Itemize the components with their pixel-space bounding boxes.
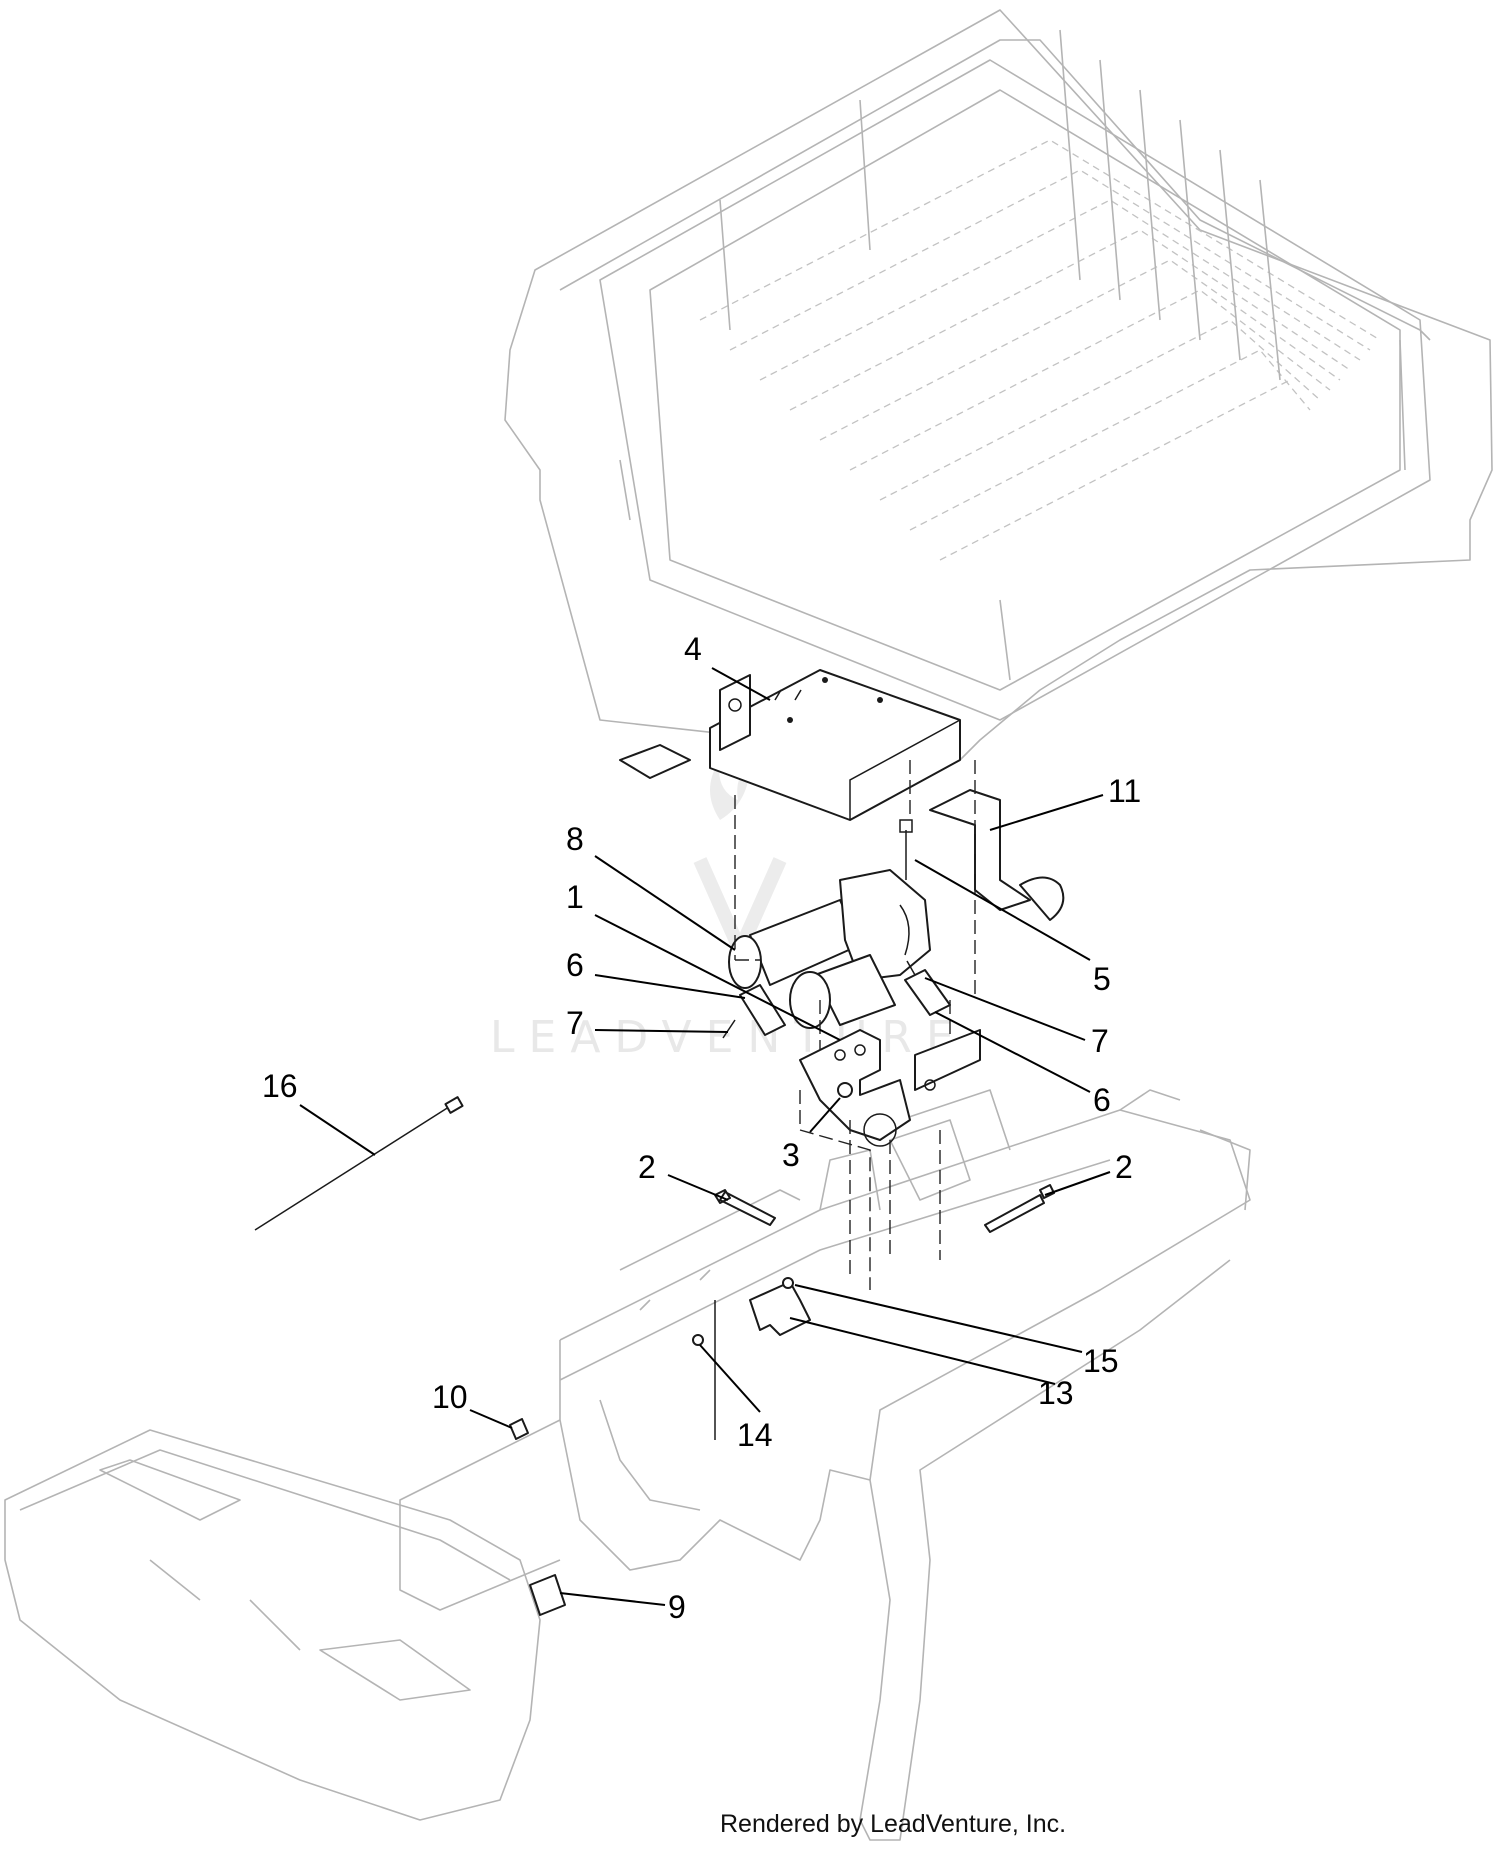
callout-7-right: 7 (1091, 1023, 1109, 1059)
callout-6-left: 6 (566, 947, 584, 983)
leader-9 (559, 1592, 666, 1606)
leader-10 (469, 1409, 513, 1429)
phantom-line-4 (799, 1090, 941, 1290)
phantom-line-1 (734, 795, 760, 961)
leader-15 (794, 1284, 1083, 1353)
render-credit: Rendered by LeadVenture, Inc. (720, 1810, 1067, 1838)
leader-6-right (934, 1011, 1091, 1093)
part-6-pin-right (904, 969, 951, 1016)
callout-3: 3 (782, 1137, 800, 1173)
part-7-clip-right (906, 960, 916, 976)
part-3-nut (837, 1082, 853, 1098)
part-2-pin-left (714, 1189, 776, 1226)
callout-5: 5 (1093, 961, 1111, 997)
cargo-bed (504, 9, 1493, 761)
watermark-text: LEADVENTURE (490, 1012, 968, 1063)
callout-11: 11 (1108, 773, 1141, 809)
part-16-cable-tie (254, 1096, 464, 1231)
part-5-bolt (899, 819, 913, 880)
callout-16: 16 (262, 1068, 298, 1104)
part-14-bolt (692, 1334, 704, 1346)
leader-7-left (594, 1029, 729, 1033)
leader-8 (594, 855, 736, 951)
leader-2-right (1044, 1171, 1111, 1196)
callout-7-left: 7 (566, 1005, 584, 1041)
part-11-bracket (929, 789, 1065, 921)
leader-2-left (667, 1174, 729, 1201)
leader-13 (789, 1317, 1056, 1385)
leader-6-left (594, 974, 746, 999)
part-1-pivot-bracket (799, 1029, 981, 1147)
callout-14: 14 (737, 1417, 773, 1453)
leader-16 (299, 1104, 376, 1156)
part-2-pin-right (984, 1184, 1055, 1233)
front-hood (4, 1429, 541, 1821)
callout-2-left: 2 (638, 1149, 656, 1185)
leader-4 (711, 667, 771, 701)
part-10-clip (509, 1418, 529, 1440)
leader-3 (809, 1097, 841, 1133)
part-9-switch (529, 1574, 566, 1616)
leader-5 (914, 859, 1091, 961)
part-13-plate (749, 1281, 811, 1336)
leader-1 (594, 914, 841, 1041)
leader-7-right (924, 977, 1086, 1041)
callout-1: 1 (566, 879, 584, 915)
vehicle-frame (399, 1089, 1251, 1841)
callout-8: 8 (566, 821, 584, 857)
callout-6-right: 6 (1093, 1082, 1111, 1118)
part-8-actuator (728, 869, 931, 1029)
callout-10: 10 (432, 1379, 468, 1415)
callout-2-right: 2 (1115, 1149, 1133, 1185)
leader-14 (699, 1344, 761, 1413)
callout-13: 13 (1038, 1375, 1074, 1411)
part-6-pin-left (739, 984, 786, 1036)
leader-11 (989, 794, 1104, 831)
callout-15: 15 (1083, 1343, 1119, 1379)
part-15-nut (782, 1277, 794, 1289)
callout-4: 4 (684, 631, 702, 667)
phantom-line-2 (909, 760, 976, 1000)
callout-9: 9 (668, 1589, 686, 1625)
part-7-clip-left (722, 1019, 736, 1039)
part-4-mounting-plate (619, 669, 961, 821)
